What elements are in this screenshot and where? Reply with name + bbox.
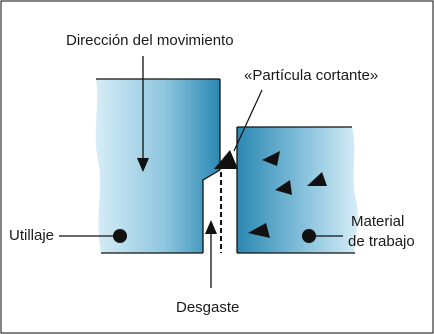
tooling-dot [113,229,127,243]
particle-leader [233,89,263,152]
cutting-particle [214,150,238,169]
work-material-label-line2: de trabajo [348,233,415,250]
work-material-label-line1: Material [351,213,405,230]
particle [275,180,292,195]
tooling-block [95,79,220,253]
material-dot [302,229,316,243]
wear-arrow-head [205,220,217,234]
tooling-label: Utillaje [9,227,55,244]
direction-arrow-head [137,158,149,172]
cutting-particle-label: «Partícula cortante» [244,67,379,84]
wear-label: Desgaste [176,299,240,316]
direction-label: Dirección del movimiento [66,32,234,49]
particle [307,172,327,186]
particle [248,223,270,238]
tooling-worn-edge [202,169,221,253]
particle [262,151,280,166]
